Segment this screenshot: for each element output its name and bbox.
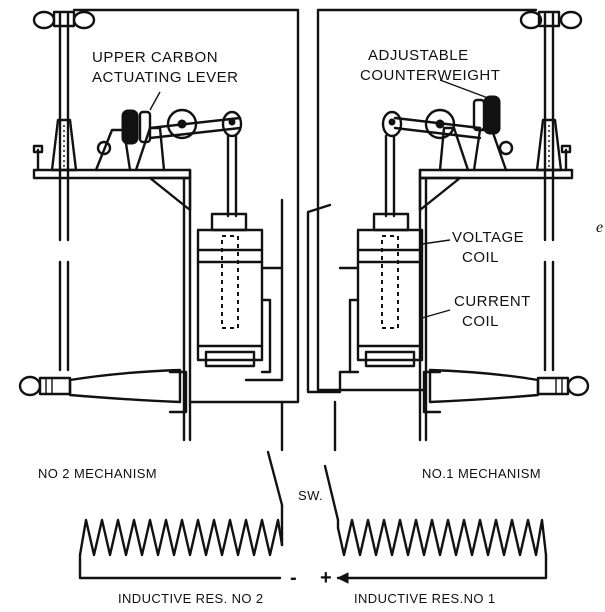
label-switch: SW. <box>298 488 323 503</box>
wiring <box>72 8 538 452</box>
left-mechanism <box>18 10 243 442</box>
label-plus: + <box>320 567 332 589</box>
left-coil-assembly <box>196 212 264 368</box>
edge-fragment: e <box>596 219 603 236</box>
label-inductive-res-1: INDUCTIVE RES.NO 1 <box>354 591 496 606</box>
switch-right <box>323 464 340 530</box>
label-current-1: CURRENT <box>454 293 531 310</box>
label-current-2: COIL <box>462 313 499 330</box>
label-adjustable-2: COUNTERWEIGHT <box>360 67 500 84</box>
label-voltage-2: COIL <box>462 249 499 266</box>
right-coil-assembly <box>356 212 424 368</box>
label-mechanism-1: NO.1 MECHANISM <box>422 466 541 481</box>
label-inductive-res-2: INDUCTIVE RES. NO 2 <box>118 591 264 606</box>
label-upper-carbon-2: ACTUATING LEVER <box>92 69 238 86</box>
left-bottom-knob <box>18 375 42 397</box>
label-adjustable-1: ADJUSTABLE <box>368 47 469 64</box>
label-voltage-1: VOLTAGE <box>452 229 524 246</box>
label-minus: - <box>290 567 297 589</box>
right-top-knob <box>519 10 543 30</box>
right-mechanism <box>381 10 590 442</box>
inductive-res-1 <box>336 518 548 584</box>
label-mechanism-2: NO 2 MECHANISM <box>38 466 157 481</box>
left-top-knob <box>32 10 56 30</box>
label-upper-carbon-1: UPPER CARBON <box>92 49 218 66</box>
right-bottom-knob <box>566 375 590 397</box>
inductive-res-2 <box>78 518 284 580</box>
